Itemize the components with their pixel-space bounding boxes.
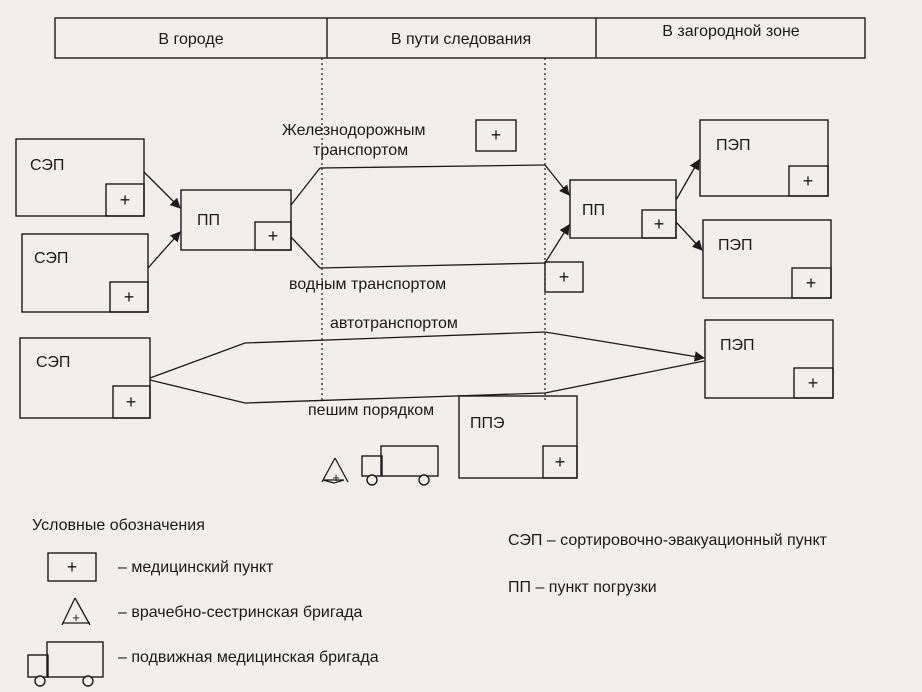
sep-node-1 bbox=[15, 138, 145, 217]
rail-medical-point bbox=[475, 119, 517, 152]
legend-team-icon-plus: + bbox=[72, 610, 80, 625]
zone-header bbox=[54, 17, 866, 59]
plus-icon: + bbox=[808, 373, 819, 393]
pp-suburban-node bbox=[569, 179, 677, 239]
legend-mobile-team-text: – подвижная медицинская бригада bbox=[118, 649, 379, 666]
ppe-medical-point bbox=[542, 445, 578, 479]
legend-sep-definition: СЭП – сортировочно-эвакуационный пункт bbox=[508, 532, 828, 549]
plus-icon: + bbox=[803, 171, 814, 191]
water-route-label: водным транспортом bbox=[289, 276, 446, 293]
foot-route-line bbox=[149, 360, 705, 404]
zone-header-frame bbox=[54, 17, 866, 59]
plus-icon: + bbox=[555, 452, 566, 472]
rail-route-label-2: транспортом bbox=[313, 142, 408, 159]
pep-node-2 bbox=[702, 219, 832, 299]
pep-node-2-medical-point bbox=[791, 267, 832, 299]
pp-suburban-medical-point bbox=[641, 209, 677, 239]
zone-suburban-label: В загородной зоне bbox=[662, 23, 800, 40]
legend-team-text: – врачебно-сестринская бригада bbox=[118, 604, 363, 621]
link-pp-water bbox=[290, 236, 321, 269]
team-icon bbox=[321, 457, 349, 484]
legend-team-icon bbox=[61, 597, 91, 626]
plus-icon: + bbox=[67, 557, 78, 577]
sep-node-2-label: СЭП bbox=[34, 250, 68, 267]
zone-route-label: В пути следования bbox=[391, 31, 531, 48]
sep-node-3-medical-point bbox=[112, 385, 151, 419]
rail-route-label-1: Железнодорожным bbox=[282, 122, 425, 139]
arrow-sep1-to-pp bbox=[143, 171, 181, 209]
ppe-label: ППЭ bbox=[470, 415, 505, 432]
pp-suburban-label: ПП bbox=[582, 202, 605, 219]
pep-node-1-label: ПЭП bbox=[716, 137, 751, 154]
legend-medical-point-symbol bbox=[47, 552, 97, 582]
sep-node-1-label: СЭП bbox=[30, 157, 64, 174]
legend-medical-point-text: – медицинский пункт bbox=[118, 559, 274, 576]
zone-city-label: В городе bbox=[158, 31, 223, 48]
pep-node-1 bbox=[699, 119, 829, 197]
legend-pp-definition: ПП – пункт погрузки bbox=[508, 579, 657, 596]
legend-title: Условные обозначения bbox=[32, 517, 205, 534]
pep-node-3-medical-point bbox=[793, 367, 834, 399]
sep-node-2-medical-point bbox=[109, 281, 149, 313]
plus-icon: + bbox=[491, 125, 502, 145]
rail-route-line bbox=[319, 164, 546, 169]
plus-icon: + bbox=[654, 214, 665, 234]
link-pp-rail bbox=[290, 167, 321, 206]
pep-node-2-label: ПЭП bbox=[718, 237, 753, 254]
plus-icon: + bbox=[806, 273, 817, 293]
pep-node-1-medical-point bbox=[788, 165, 829, 197]
plus-icon: + bbox=[126, 392, 137, 412]
pp-city-medical-point bbox=[254, 221, 292, 251]
legend-truck-icon bbox=[27, 641, 104, 687]
arrow-sep2-to-pp bbox=[147, 231, 181, 269]
plus-icon: + bbox=[124, 287, 135, 307]
auto-route-label: автотранспортом bbox=[330, 315, 458, 332]
pp-city-label: ПП bbox=[197, 212, 220, 229]
sep-node-2 bbox=[21, 233, 149, 313]
pp-city-node bbox=[180, 189, 292, 251]
arrow-pp-to-pep2 bbox=[675, 221, 703, 251]
plus-icon: + bbox=[268, 226, 279, 246]
arrow-pp-to-pep1 bbox=[675, 159, 700, 201]
sep-node-1-medical-point bbox=[105, 183, 145, 217]
water-route-line bbox=[319, 262, 546, 269]
sep-node-3-label: СЭП bbox=[36, 354, 70, 371]
truck-icon bbox=[361, 445, 439, 486]
auto-route-line bbox=[149, 331, 706, 379]
plus-icon: + bbox=[120, 190, 131, 210]
team-icon-plus: + bbox=[332, 470, 340, 485]
ppe-node bbox=[458, 395, 578, 479]
arrow-water-to-pp bbox=[544, 224, 570, 264]
foot-route-label: пешим порядком bbox=[308, 402, 434, 419]
arrow-rail-to-pp bbox=[544, 164, 570, 196]
plus-icon: + bbox=[559, 267, 570, 287]
water-medical-point bbox=[544, 261, 584, 293]
pep-node-3-label: ПЭП bbox=[720, 337, 755, 354]
